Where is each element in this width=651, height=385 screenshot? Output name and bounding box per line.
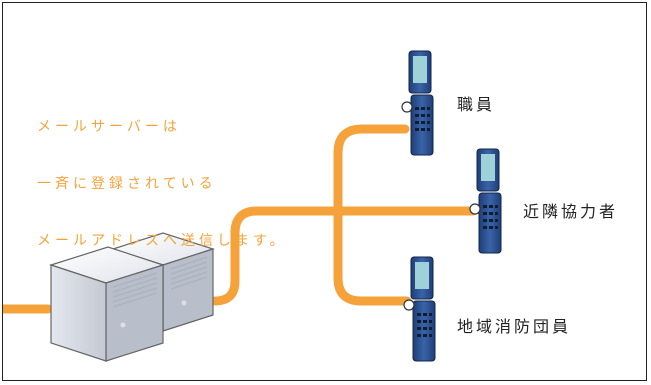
connection-lines	[3, 124, 478, 314]
server-front	[49, 246, 165, 362]
note-line: メールサーバーは	[37, 119, 181, 135]
recipient-label-firefighters: 地域消防団員	[457, 317, 572, 336]
distribution-diagram	[3, 50, 502, 362]
server-to-hub-line	[210, 206, 412, 306]
branch-to-firefighters	[333, 148, 412, 306]
branch-to-staff	[333, 124, 410, 158]
phone-staff-icon	[401, 50, 434, 156]
mail-server-note: メールサーバーは 一斉に登録されている メールアドレスへ送信します。	[37, 80, 288, 289]
note-line: メールアドレスへ送信します。	[37, 233, 288, 249]
phone-firefighters-icon	[403, 256, 436, 362]
recipient-label-neighbors: 近隣協力者	[523, 202, 619, 221]
note-line: 一斉に登録されている	[37, 176, 217, 192]
diagram-frame: メールサーバーは 一斉に登録されている メールアドレスへ送信します。 職員 近隣…	[2, 2, 647, 381]
recipient-label-staff: 職員	[457, 95, 496, 114]
phone-neighbors-icon	[469, 148, 502, 254]
